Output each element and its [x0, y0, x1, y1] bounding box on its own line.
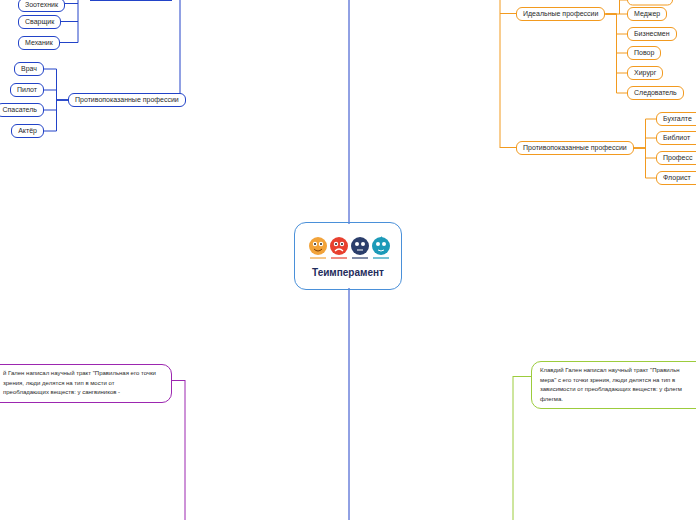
topic-box: Противопоказанные профессии: [68, 93, 186, 107]
topic-box: Актёр: [11, 124, 44, 138]
topic-label: Повор: [634, 49, 654, 57]
central-topic: Теимперамент: [294, 222, 402, 290]
topic-box: Пилот: [10, 83, 44, 97]
branch-connector: [634, 119, 656, 148]
branch-line: [619, 0, 620, 14]
branch-line: [90, 0, 172, 1]
branch-connector: [605, 14, 627, 93]
trunk-line: [349, 288, 350, 520]
topic-box: Зоотехник: [18, 0, 65, 12]
topic-box: Идеальные профессии: [516, 7, 605, 21]
topic-label: Механик: [25, 39, 53, 47]
branch-line: [513, 376, 514, 520]
topic-box: Бизнесмен: [627, 27, 677, 41]
topic-box: Професс: [656, 151, 696, 165]
branch-line: [500, 0, 501, 148]
topic-box: Следователь: [627, 86, 684, 100]
topic-box: Спасатель: [0, 103, 44, 117]
branch-connector: [634, 148, 656, 158]
topic-box: Бухгалте: [656, 112, 696, 126]
topic-label: Клавдий Гален написал научный тракт "Пра…: [540, 366, 688, 404]
branch-connector: [634, 148, 656, 178]
branch-connector: [44, 90, 68, 100]
topic-label: й Гален написал научный тракт "Правильна…: [3, 369, 161, 398]
note-box: Клавдий Гален написал научный тракт "Пра…: [531, 361, 696, 409]
temperament-icons: [309, 236, 390, 259]
topic-box: Хирург: [627, 66, 663, 80]
topic-label: Библиот: [663, 134, 696, 142]
topic-label: Хирург: [634, 69, 656, 77]
branch-line: [185, 380, 186, 520]
topic-box: Библиот: [656, 131, 696, 145]
topic-label: Актёр: [18, 127, 37, 135]
branch-line: [180, 0, 181, 100]
cut-box: [628, 0, 673, 5]
topic-label: Теимперамент: [299, 267, 397, 279]
topic-label: Идеальные профессии: [523, 10, 598, 18]
topic-label: Врач: [21, 65, 37, 73]
topic-label: Бухгалте: [663, 115, 696, 123]
topic-box: Сварщик: [18, 15, 61, 29]
topic-label: Сварщик: [25, 18, 54, 26]
topic-box: Механик: [18, 36, 60, 50]
trunk-line: [349, 0, 350, 224]
topic-label: Зоотехник: [25, 1, 58, 9]
branch-connector: [634, 138, 656, 148]
topic-label: Бизнесмен: [634, 30, 670, 38]
branch-connector: [44, 69, 68, 100]
topic-label: Противопоказанные профессии: [523, 144, 627, 152]
topic-box: Врач: [14, 62, 44, 76]
topic-label: Следователь: [634, 89, 677, 97]
topic-label: Професс: [663, 154, 696, 162]
topic-label: Спасатель: [3, 106, 38, 114]
topic-box: Повор: [627, 46, 661, 60]
topic-box: Флорист: [656, 171, 696, 185]
branch-connector: [44, 100, 68, 131]
note-box: й Гален написал научный тракт "Правильна…: [0, 364, 172, 403]
topic-label: Противопоказанные профессии: [75, 96, 179, 104]
topic-label: Флорист: [663, 174, 696, 182]
topic-label: Меджер: [634, 10, 660, 18]
topic-label: Пилот: [17, 86, 37, 94]
topic-box: Противопоказанные профессии: [516, 141, 634, 155]
topic-box: Меджер: [627, 7, 667, 21]
